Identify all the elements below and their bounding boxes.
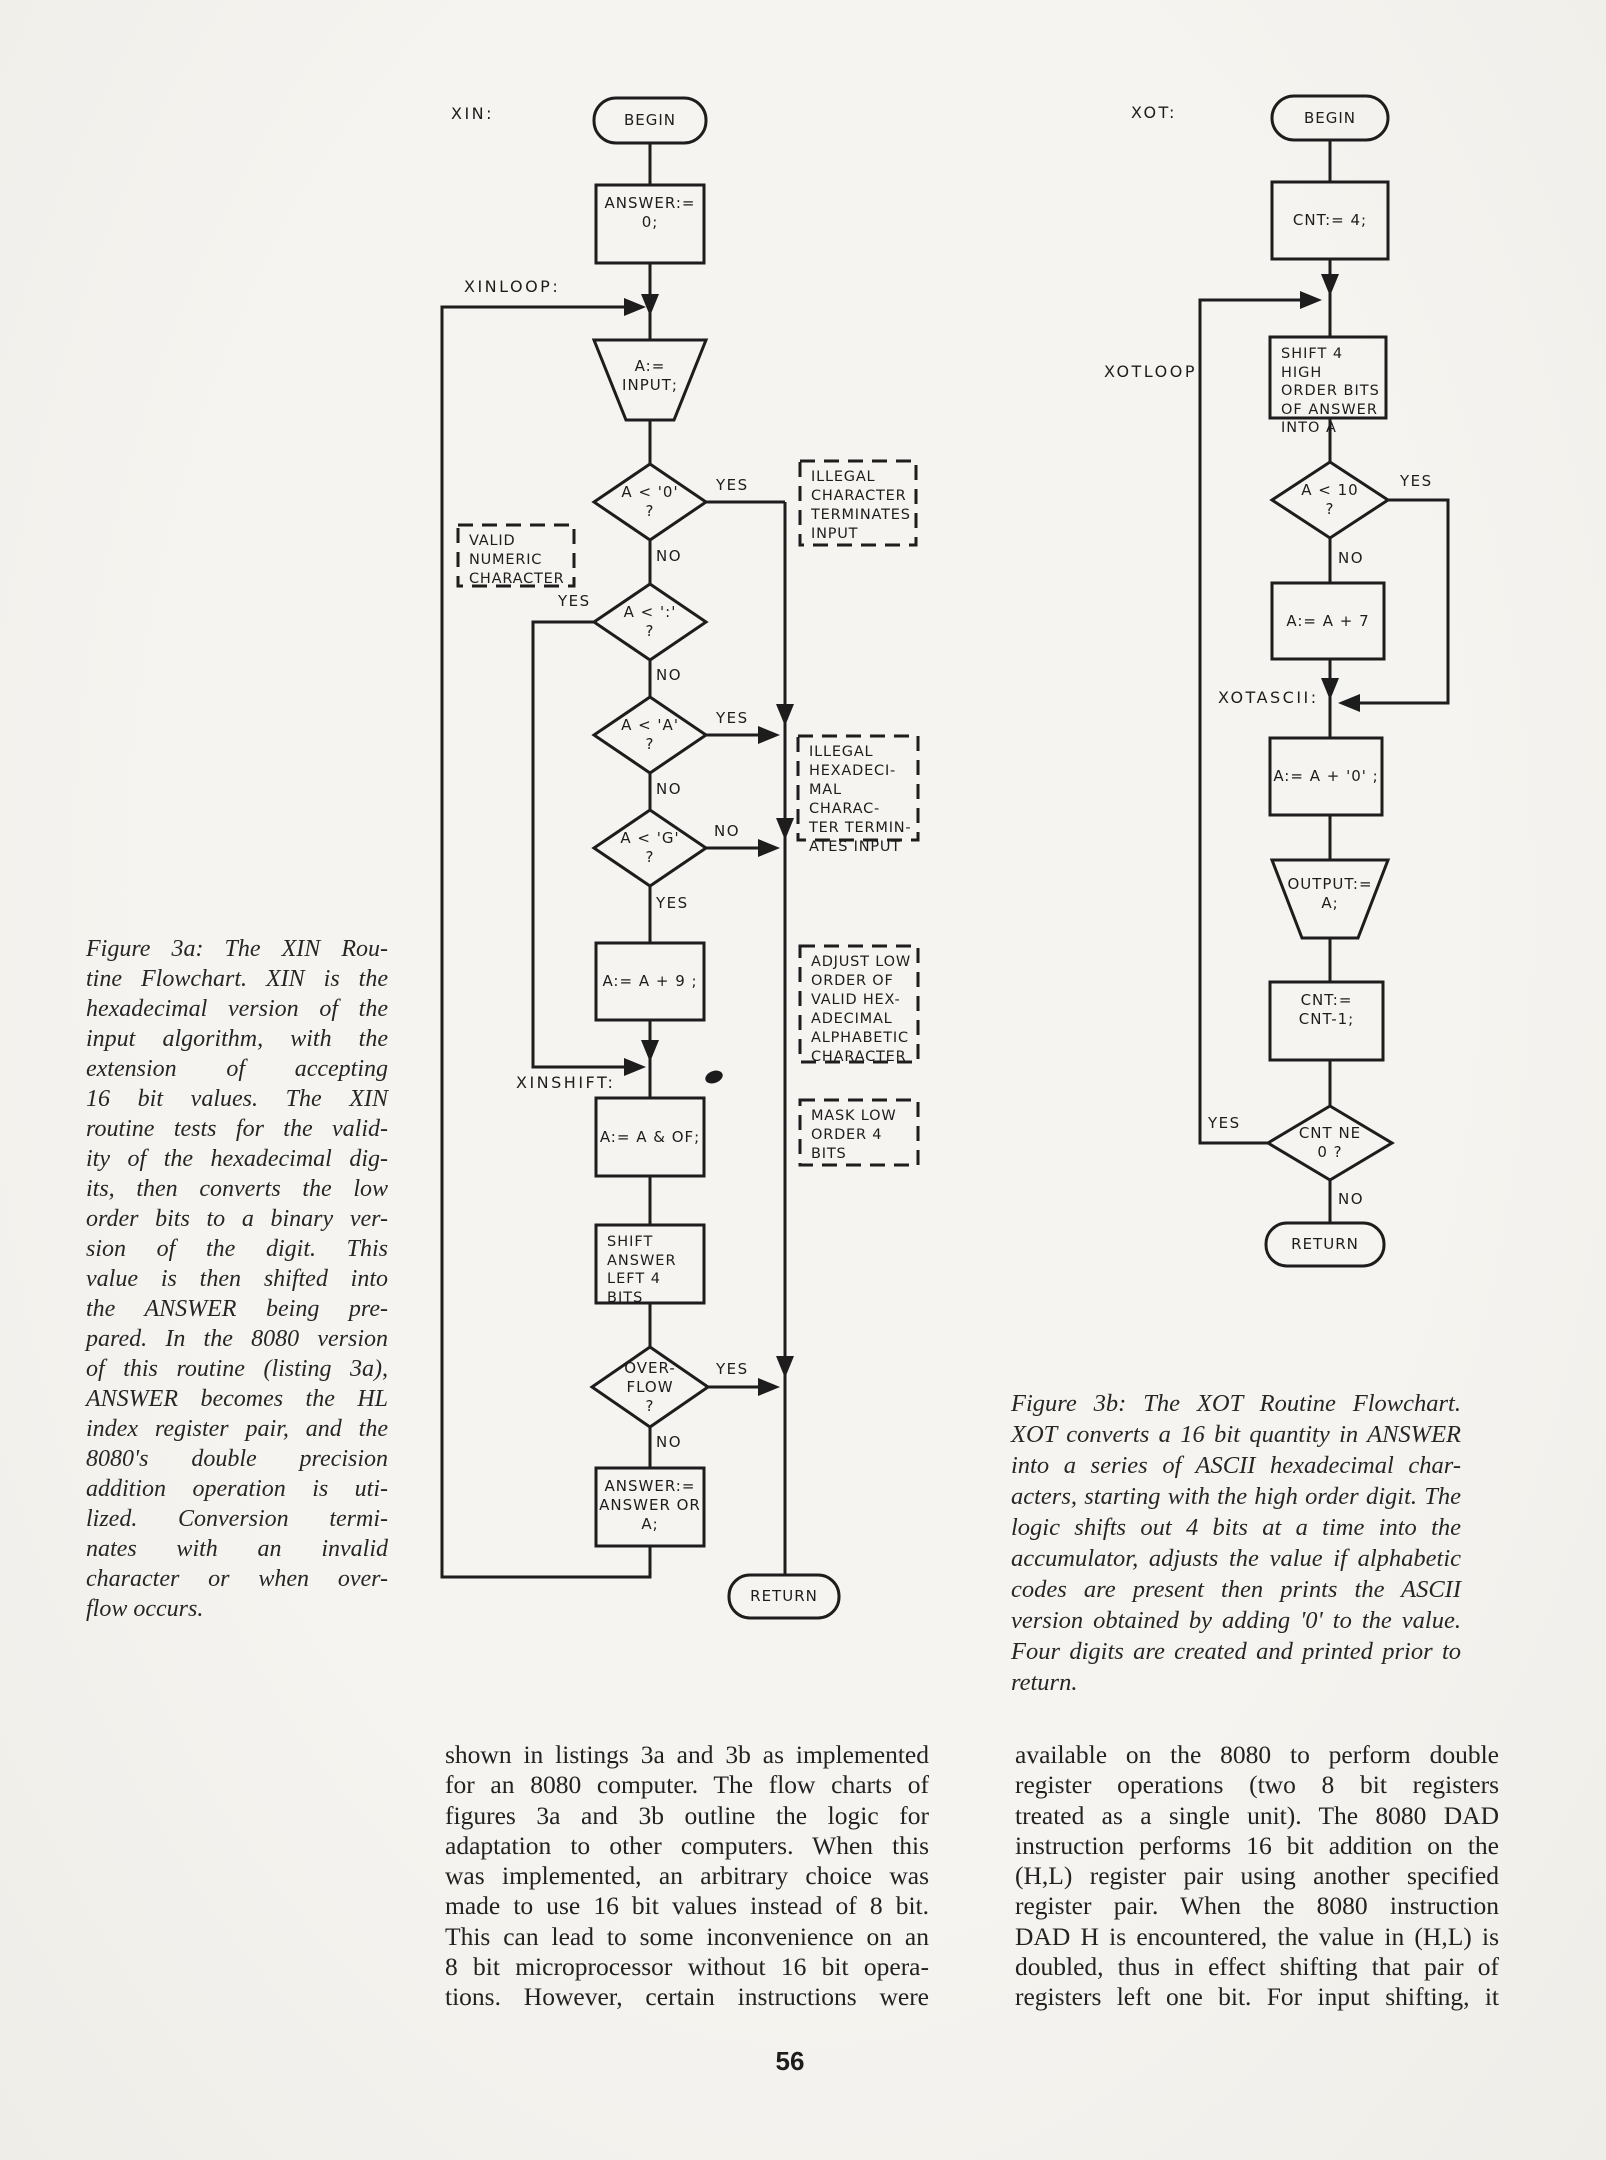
xin-mask-low-annotation-box (800, 1100, 918, 1165)
xot-return-terminator (1266, 1223, 1384, 1266)
xin-return-terminator (729, 1575, 839, 1618)
xin-valid-numeric-annotation-box (458, 525, 574, 586)
xin-yes4: YES (656, 894, 689, 912)
figure-3a-caption: Figure 3a: The XIN Rou- tine Flowchart. … (86, 904, 388, 1654)
arrowhead-down (776, 818, 794, 840)
xin-no1: NO (656, 547, 683, 565)
xin-or-label: ANSWER:= ANSWER OR A; (599, 1477, 701, 1533)
xin-input-shape (594, 340, 706, 420)
arrowhead-right (758, 839, 780, 857)
page-number: 56 (775, 2046, 805, 2076)
xot-output-shape (1272, 860, 1388, 938)
arrowhead-down (1321, 274, 1339, 296)
xot-loop-path (1200, 300, 1306, 1143)
xin-no5: NO (656, 1433, 683, 1451)
xin-no2: NO (656, 666, 683, 684)
xin-or-process (596, 1468, 704, 1546)
xin-illegal-hex-annotation-box (798, 736, 918, 840)
xot-no1: NO (1338, 549, 1365, 567)
body-column-left: shown in listings 3a and 3b as implement… (445, 1740, 929, 2012)
xot-return-label: RETURN (1291, 1235, 1359, 1253)
arrowhead-right (1300, 291, 1322, 309)
arrowhead-left (1338, 694, 1360, 712)
xin-lt-a-label: A < 'A' ? (621, 716, 679, 753)
xin-shift-box-label: SHIFT ANSWER LEFT 4 BITS (607, 1234, 677, 1306)
xin-add-nine-label: A:= A + 9 ; (602, 972, 698, 990)
xin-lt-zero-label: A < '0' ? (621, 483, 679, 520)
xin-return-label: RETURN (750, 1587, 818, 1605)
xin-input-label: A:= INPUT; (622, 357, 678, 394)
xin-yes1: YES (716, 476, 749, 494)
xin-mask-label: A:= A & OF; (599, 1127, 701, 1146)
xin-init-label: ANSWER:= 0; (604, 194, 696, 231)
xin-illegal-hex-annotation: ILLEGAL HEXADECI- MAL CHARAC- TER TERMIN… (809, 744, 912, 855)
xin-lt-colon-label: A < ':' ? (623, 603, 677, 640)
xot-add-zero-label: A:= A + '0' ; (1273, 767, 1379, 785)
xin-illegal-char-annotation: ILLEGAL CHARACTER TERMINATES INPUT (811, 469, 911, 542)
xot-lt-ten-label: A < 10 ? (1301, 481, 1359, 518)
xin-mask-low-annotation: MASK LOW ORDER 4 BITS (811, 1108, 897, 1162)
xot-yes2: YES (1208, 1114, 1241, 1132)
body-column-right: available on the 8080 to perform double … (1015, 1740, 1499, 2012)
xot-cnt-ne-label: CNT NE 0 ? (1298, 1124, 1362, 1161)
arrowhead-right (758, 1378, 780, 1396)
xot-add-zero-process (1270, 738, 1382, 815)
figure-3a-caption-last-line: flow occurs. (86, 1596, 204, 1622)
xot-yes1: YES (1400, 472, 1433, 490)
arrowhead-right (624, 298, 646, 316)
xot-cnt4-label: CNT:= 4; (1292, 211, 1368, 229)
xin-illegal-char-annotation-box (800, 461, 916, 545)
xot-shift4-process (1270, 337, 1386, 418)
figure-3b-caption-last-line: return. (1011, 1669, 1078, 1696)
arrowhead-right (758, 726, 780, 744)
arrowhead-down (776, 704, 794, 726)
figure-3b-caption: Figure 3b: The XOT Routine Flowchart. XO… (1011, 1357, 1461, 1729)
figure-3b-caption-lines: Figure 3b: The XOT Routine Flowchart. XO… (1011, 1390, 1461, 1665)
xin-overflow-label: OVER- FLOW ? (624, 1358, 676, 1415)
xin-lt-g-label: A < 'G' ? (620, 829, 680, 866)
xot-loop-label: XOTLOOP: (1104, 362, 1205, 381)
xot-output-label: OUTPUT:= A; (1287, 875, 1373, 912)
xot-begin-label: BEGIN (1303, 108, 1357, 127)
xot-title: XOT: (1131, 103, 1177, 122)
xot-add-seven-process (1272, 583, 1384, 659)
xin-title: XIN: (451, 104, 495, 123)
xin-valid-numeric-annotation: VALID NUMERIC CHARACTER (469, 533, 565, 587)
xot-shift4-label: SHIFT 4 HIGH ORDER BITS OF ANSWER INTO A (1281, 346, 1380, 436)
xot-no2: NO (1338, 1190, 1365, 1208)
figure-3a-caption-lines: Figure 3a: The XIN Rou- tine Flowchart. … (86, 936, 388, 1592)
xin-yes3: YES (716, 709, 749, 727)
xin-yes2-path (533, 622, 632, 1067)
xot-ascii-label: XOTASCII: (1218, 688, 1319, 707)
xin-yes5: YES (716, 1360, 749, 1378)
xin-begin-label: BEGIN (623, 111, 677, 129)
arrowhead-down (1321, 678, 1339, 700)
xin-adjust-low-annotation-box (800, 946, 918, 1062)
xin-shift-label: XINSHIFT: (516, 1073, 616, 1092)
ink-blob-artifact (705, 1070, 723, 1084)
xin-loop-label: XINLOOP: (464, 277, 561, 296)
xin-yes2: YES (558, 592, 591, 610)
arrowhead-down (776, 1356, 794, 1378)
xin-adjust-low-annotation: ADJUST LOW ORDER OF VALID HEX- ADECIMAL … (811, 954, 911, 1065)
arrowhead-right (624, 1058, 646, 1076)
xot-decrement-label: CNT:= CNT-1; (1298, 991, 1355, 1028)
xin-no4: NO (714, 822, 741, 840)
xin-loop-path (442, 307, 650, 1577)
arrowhead-down (641, 1040, 659, 1062)
arrowhead-down (641, 294, 659, 316)
xot-add-seven-label: A:= A + 7 (1286, 611, 1370, 630)
xot-decrement-process (1270, 982, 1383, 1060)
xot-yes-path (1352, 500, 1448, 703)
xin-no3: NO (656, 780, 683, 798)
